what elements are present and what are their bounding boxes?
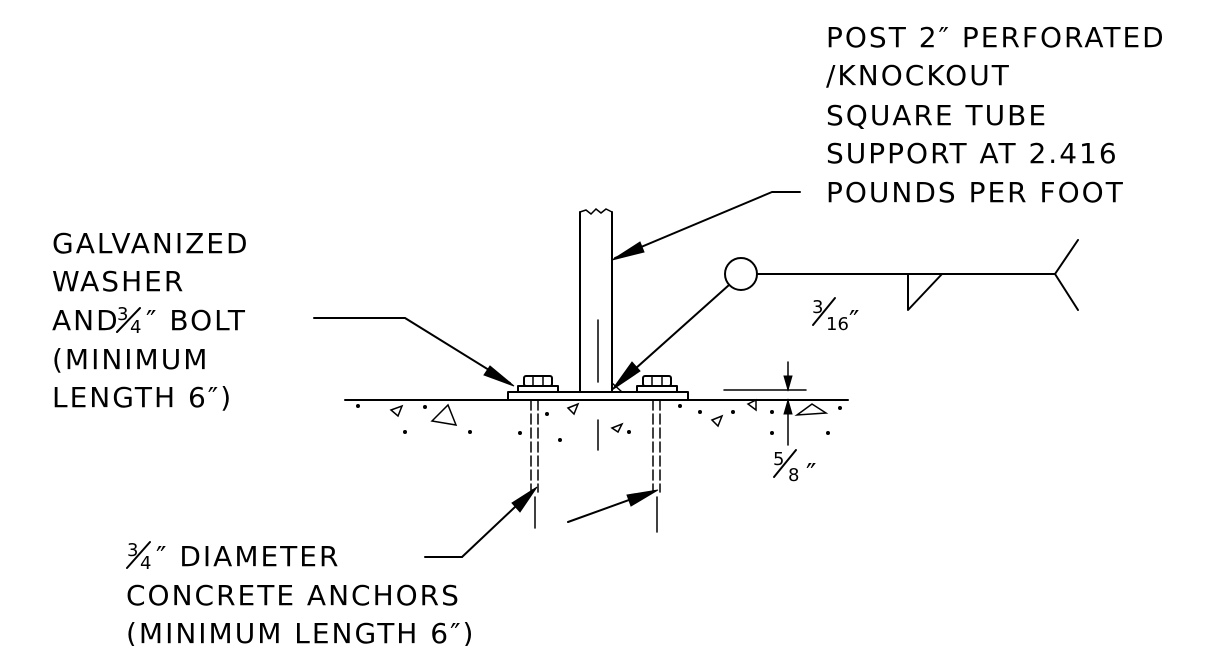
plate-thickness-unit: ″ — [806, 457, 818, 490]
washer-leader-arrow — [483, 365, 515, 387]
washer-label-and: AND — [52, 304, 120, 337]
anchors-fraction-slash — [126, 541, 151, 569]
anchors-fraction-numerator: 3 — [127, 540, 138, 561]
right-anchor-rod — [652, 399, 661, 533]
weld-size-unit: ″ — [849, 304, 861, 337]
washer-label-line-4: (MINIMUM — [52, 343, 209, 376]
washer-fraction-numerator: 3 — [117, 304, 128, 325]
square-tube-post — [579, 207, 623, 393]
anchors-arrow-right — [626, 489, 659, 507]
post-leader-arrow — [611, 241, 645, 261]
weld-tail-lower — [1054, 273, 1079, 311]
washer-bolt-fraction: 3 4 — [116, 304, 141, 338]
weld-symbol — [611, 239, 1079, 391]
washer-fraction-denominator: 4 — [130, 317, 141, 338]
anchors-arrow-left — [511, 486, 538, 513]
post-label-line-5: POUNDS PER FOOT — [826, 176, 1125, 209]
post-leader — [611, 191, 801, 261]
anchors-leader — [424, 486, 659, 558]
weld-arrow-head — [611, 361, 641, 391]
post-label-line-4: SUPPORT AT 2.416 — [826, 137, 1119, 170]
post-weld-fillet — [611, 382, 623, 393]
anchors-diameter-fraction: 3 4 — [126, 540, 151, 574]
washer-label: GALVANIZED WASHER AND 3 4 ″ BOLT (MINIMU… — [52, 227, 250, 414]
weld-size-slash — [812, 297, 836, 326]
washer-label-bolt: ″ BOLT — [146, 304, 247, 337]
right-nut — [642, 375, 672, 387]
weld-size-numerator: 3 — [812, 297, 823, 318]
plate-thickness-denominator: 8 — [788, 465, 799, 486]
post-break-line — [579, 207, 613, 216]
anchors-label-diameter: ″ DIAMETER — [156, 540, 340, 573]
washer-label-line-1: GALVANIZED — [52, 227, 250, 260]
post-label-line-2: /KNOCKOUT — [826, 59, 1011, 92]
left-anchor-rod — [530, 399, 539, 529]
post-label-line-1: POST 2″ PERFORATED — [826, 21, 1166, 54]
thickness-arrow-top — [783, 375, 793, 392]
anchors-label: 3 4 ″ DIAMETER CONCRETE ANCHORS (MINIMUM… — [126, 540, 475, 646]
plate-thickness-dimension: 5 8 ″ — [723, 361, 818, 490]
post-label-line-3: SQUARE TUBE — [826, 99, 1048, 132]
washer-label-line-2: WASHER — [52, 265, 185, 298]
plate-thickness-numerator: 5 — [773, 449, 784, 470]
plate-thickness-slash — [773, 449, 797, 478]
weld-size-denominator: 16 — [826, 314, 849, 335]
weld-size-fraction: 3 16 ″ — [812, 297, 861, 337]
anchors-fraction-denominator: 4 — [140, 553, 151, 574]
thickness-arrow-bottom — [783, 398, 793, 415]
base-plate — [507, 391, 689, 401]
weld-tail-upper — [1054, 239, 1079, 275]
anchors-label-line-3: (MINIMUM LENGTH 6″) — [126, 617, 475, 646]
concrete-hatch — [356, 398, 842, 442]
left-bolt — [517, 375, 559, 393]
washer-fraction-slash — [116, 307, 141, 333]
washer-leader — [313, 317, 515, 387]
washer-label-line-5: LENGTH 6″) — [52, 381, 233, 414]
right-bolt — [636, 375, 678, 393]
washer-label-line-3: AND — [52, 304, 120, 337]
washer-leader-line — [313, 317, 511, 384]
post-leader-line — [614, 191, 801, 259]
fillet-weld-triangle — [907, 273, 943, 311]
base-plate-body — [507, 391, 689, 401]
left-nut — [523, 375, 553, 387]
post-label: POST 2″ PERFORATED /KNOCKOUT SQUARE TUBE… — [826, 21, 1166, 209]
anchors-label-line-2: CONCRETE ANCHORS — [126, 579, 461, 612]
